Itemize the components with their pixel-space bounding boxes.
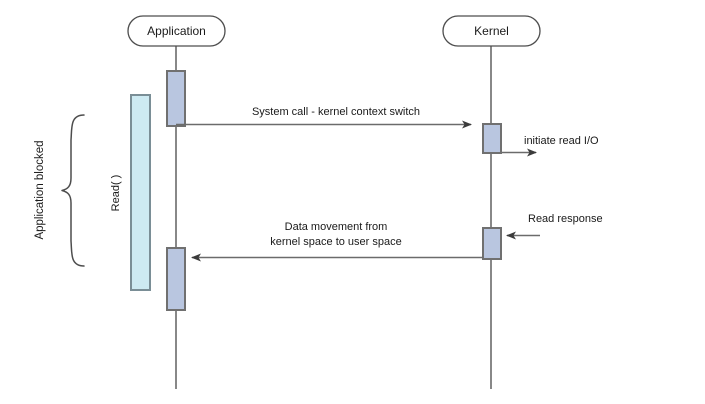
lifeline-kernel[interactable]: Kernel (442, 15, 541, 389)
activation-kernel-syscall[interactable] (482, 123, 502, 154)
message-initiate-read-io[interactable]: initiate read I/O (502, 135, 599, 157)
message-read-response-label: Read response (528, 213, 603, 225)
message-data-movement[interactable]: Data movement from kernel space to user … (191, 221, 483, 262)
message-data-movement-label-line1: Data movement from (285, 221, 388, 233)
read-duration-label: Read( ) (110, 175, 122, 212)
read-duration-bar[interactable]: Read( ) (110, 94, 151, 291)
message-system-call-label: System call - kernel context switch (252, 106, 420, 118)
read-duration-bar-rect[interactable] (130, 94, 151, 291)
lifeline-kernel-label: Kernel (474, 24, 509, 38)
lifeline-kernel-header-box[interactable] (442, 15, 541, 47)
application-blocked-brace: Application blocked (34, 114, 85, 267)
message-read-response[interactable]: Read response (506, 213, 603, 240)
lifeline-application-label: Application (147, 24, 206, 38)
message-system-call[interactable]: System call - kernel context switch (176, 106, 472, 129)
activation-kernel-response[interactable] (482, 227, 502, 260)
activation-bars (166, 70, 502, 311)
lifeline-application-header-box[interactable] (127, 15, 226, 47)
brace-path (61, 114, 85, 267)
activation-application-call[interactable] (166, 70, 186, 127)
application-blocked-label: Application blocked (34, 140, 46, 239)
lifeline-application[interactable]: Application (127, 15, 226, 389)
activation-application-return[interactable] (166, 247, 186, 311)
message-data-movement-label-line2: kernel space to user space (270, 236, 401, 248)
message-initiate-read-io-label: initiate read I/O (524, 135, 599, 147)
